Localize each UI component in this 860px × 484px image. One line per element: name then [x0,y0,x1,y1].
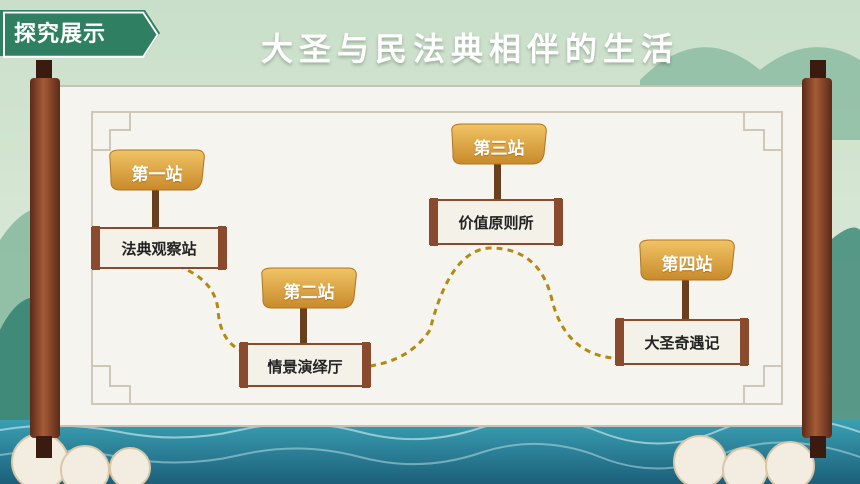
station-4-place: 大圣奇遇记 [644,334,720,352]
cloud-right [673,435,815,484]
station-2-sign: 第二站 [283,283,335,303]
station-1-place: 法典观察站 [121,240,197,258]
scroll-rod-left [30,60,60,458]
station-3-sign: 第三站 [473,139,525,159]
scroll-rod-right [802,60,832,458]
section-tag-label: 探究展示 [14,22,107,47]
station-2 [239,267,371,388]
station-3-place: 价值原则所 [458,214,534,232]
station-1-sign: 第一站 [131,165,183,185]
page-title: 大圣与民法典相伴的生活 [260,30,679,68]
station-1 [91,149,227,270]
station-4-sign: 第四站 [661,255,713,275]
station-3 [429,123,563,246]
section-tag [0,10,160,58]
station-4 [615,239,749,366]
station-2-place: 情景演绎厅 [267,358,343,376]
cloud-left [11,433,151,484]
route-path [177,246,613,368]
